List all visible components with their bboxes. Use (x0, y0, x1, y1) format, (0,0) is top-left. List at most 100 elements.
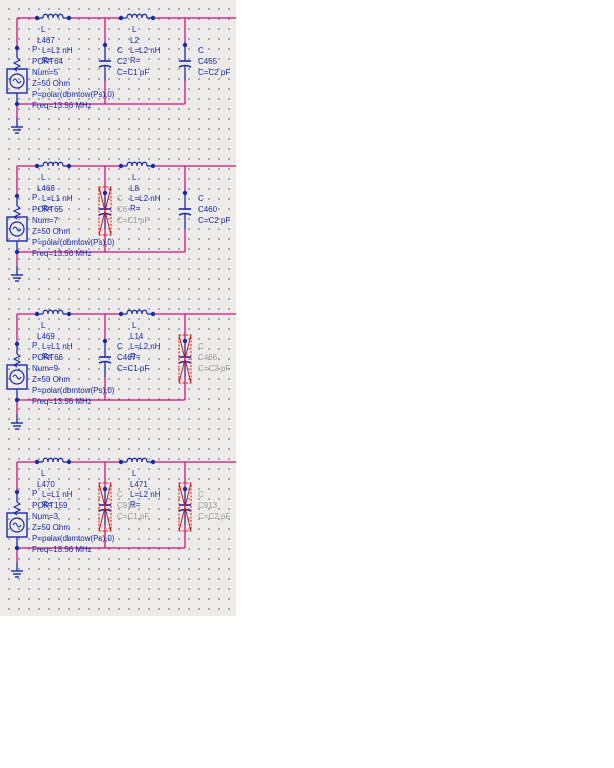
inductor-coil (126, 309, 148, 315)
inductor-resistance-label: R= (42, 352, 53, 361)
capacitor-c1[interactable] (98, 482, 112, 532)
inductor-l1[interactable] (34, 13, 72, 21)
inductor-l2[interactable] (118, 457, 156, 465)
port-source[interactable] (6, 489, 28, 551)
capacitor-c2[interactable] (178, 482, 192, 532)
inductor-type-label: L (41, 25, 46, 34)
ac-source-icon (9, 73, 25, 89)
capacitor-type-label: C (117, 342, 123, 351)
port-type-label: P (32, 45, 37, 54)
inductor-value-label: L=L1 nH (42, 194, 73, 203)
capacitor-type-label: C (198, 342, 204, 351)
port-source[interactable] (6, 193, 28, 255)
port-name-label: PORT66 (32, 353, 64, 362)
port-name-label: PORT65 (32, 205, 64, 214)
pin-dot (14, 397, 20, 403)
sine-wave-icon (12, 374, 22, 380)
pin-dot (150, 311, 156, 317)
inductor-coil (42, 161, 64, 167)
inductor-name-label: L468 (37, 184, 55, 193)
capacitor-c1[interactable] (98, 186, 112, 236)
pin-dot (14, 545, 20, 551)
capacitor-name-label: C912 (117, 501, 137, 510)
inductor-resistance-label: R= (42, 204, 53, 213)
pin-dot (150, 163, 156, 169)
inductor-coil (42, 13, 64, 19)
disabled-box (98, 186, 112, 236)
capacitor-c1[interactable] (98, 42, 112, 81)
port-source[interactable] (6, 341, 28, 403)
capacitor-c2[interactable] (178, 334, 192, 384)
port-name-label: PORT64 (32, 57, 64, 66)
ground-icon (11, 266, 23, 282)
capacitor-value-label: C=C2 pF (198, 364, 230, 373)
inductor-l2[interactable] (118, 13, 156, 21)
port-num-label: Num=7 (32, 216, 59, 225)
sine-wave-icon (12, 522, 22, 528)
capacitor-name-label: C467 (117, 353, 137, 362)
inductor-type-label: L (41, 469, 46, 478)
capacitor-name-label: C913 (198, 501, 218, 510)
ground-icon (11, 118, 23, 134)
capacitor-type-label: C (117, 194, 123, 203)
capacitor-name-label: C460 (198, 205, 218, 214)
sine-wave-icon (12, 78, 22, 84)
inductor-l1[interactable] (34, 457, 72, 465)
inductor-type-label: L (41, 173, 46, 182)
disabled-cross (98, 482, 112, 532)
disabled-box (178, 482, 192, 532)
inductor-l1[interactable] (34, 161, 72, 169)
capacitor-c2[interactable] (178, 190, 192, 229)
inductor-resistance-label: R= (130, 56, 141, 65)
capacitor-value-label: C=C2 pF (198, 512, 230, 521)
capacitor-name-label: C2 (117, 57, 128, 66)
schematic-canvas[interactable] (0, 0, 236, 616)
inductor-l1[interactable] (34, 309, 72, 317)
inductor-l2[interactable] (118, 309, 156, 317)
capacitor-value-label: C=C1 pF (117, 68, 149, 77)
capacitor-type-label: C (117, 490, 123, 499)
port-source[interactable] (6, 45, 28, 107)
pin-dot (66, 15, 72, 21)
port-name-label: PORT159 (32, 501, 68, 510)
disabled-box (178, 334, 192, 384)
inductor-type-label: L (41, 321, 46, 330)
inductor-resistance-label: R= (42, 56, 53, 65)
port-frequency-label: Freq=13.56 MHz (32, 101, 92, 110)
port-num-label: Num=5 (32, 68, 59, 77)
pin-dot (66, 311, 72, 317)
inductor-name-label: L14 (130, 332, 144, 341)
port-impedance-label: Z=50 Ohm (32, 227, 70, 236)
inductor-resistance-label: R= (42, 500, 53, 509)
capacitor-c1[interactable] (98, 338, 112, 377)
inductor-type-label: L (132, 321, 137, 330)
disabled-cross (98, 186, 112, 236)
port-frequency-label: Freq=13.56 MHz (32, 397, 92, 406)
capacitor-type-label: C (198, 490, 204, 499)
inductor-l2[interactable] (118, 161, 156, 169)
port-power-label: P=polar(dbmtow(Ps),0) (32, 90, 115, 99)
port-frequency-label: Freq=13.56 MHz (32, 545, 92, 554)
capacitor-value-label: C=C1 pF (117, 364, 149, 373)
capacitor-name-label: C6 (117, 205, 128, 214)
inductor-name-label: L470 (37, 480, 55, 489)
inductor-name-label: L467 (37, 36, 55, 45)
capacitor-value-label: C=C2 pF (198, 68, 230, 77)
inductor-coil (42, 457, 64, 463)
pin-dot (66, 459, 72, 465)
inductor-value-label: L=L2 nH (130, 46, 161, 55)
disabled-cross (178, 482, 192, 532)
capacitor-c2[interactable] (178, 42, 192, 81)
inductor-coil (126, 13, 148, 19)
ac-source-icon (9, 369, 25, 385)
port-type-label: P (32, 341, 37, 350)
port-impedance-label: Z=50 Ohm (32, 523, 70, 532)
ac-source-icon (9, 517, 25, 533)
port-type-label: P (32, 193, 37, 202)
inductor-value-label: L=L2 nH (130, 194, 161, 203)
inductor-type-label: L (132, 469, 137, 478)
